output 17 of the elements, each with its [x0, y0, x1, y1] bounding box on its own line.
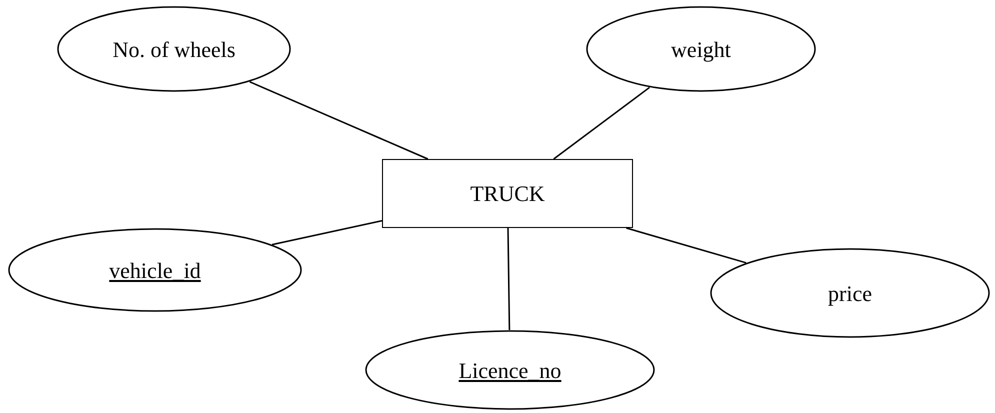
- attribute-label: vehicle_id: [109, 256, 201, 284]
- connector-line: [249, 81, 428, 160]
- attribute-ellipse: [8, 228, 302, 312]
- attribute-ellipse: [586, 6, 816, 92]
- connector-line: [507, 228, 510, 330]
- attribute-ellipse: [710, 248, 990, 338]
- attribute-label: weight: [671, 36, 731, 64]
- attribute-ellipse: [57, 6, 291, 92]
- attribute-ellipse: [365, 330, 655, 410]
- entity-box: [382, 159, 633, 228]
- connector-line: [272, 220, 382, 246]
- connector-line: [626, 227, 746, 264]
- entity-label: TRUCK: [470, 180, 545, 208]
- attribute-label: price: [828, 280, 872, 308]
- connector-line: [553, 86, 650, 160]
- attribute-label: Licence_no: [458, 356, 562, 384]
- attribute-label: No. of wheels: [112, 36, 236, 64]
